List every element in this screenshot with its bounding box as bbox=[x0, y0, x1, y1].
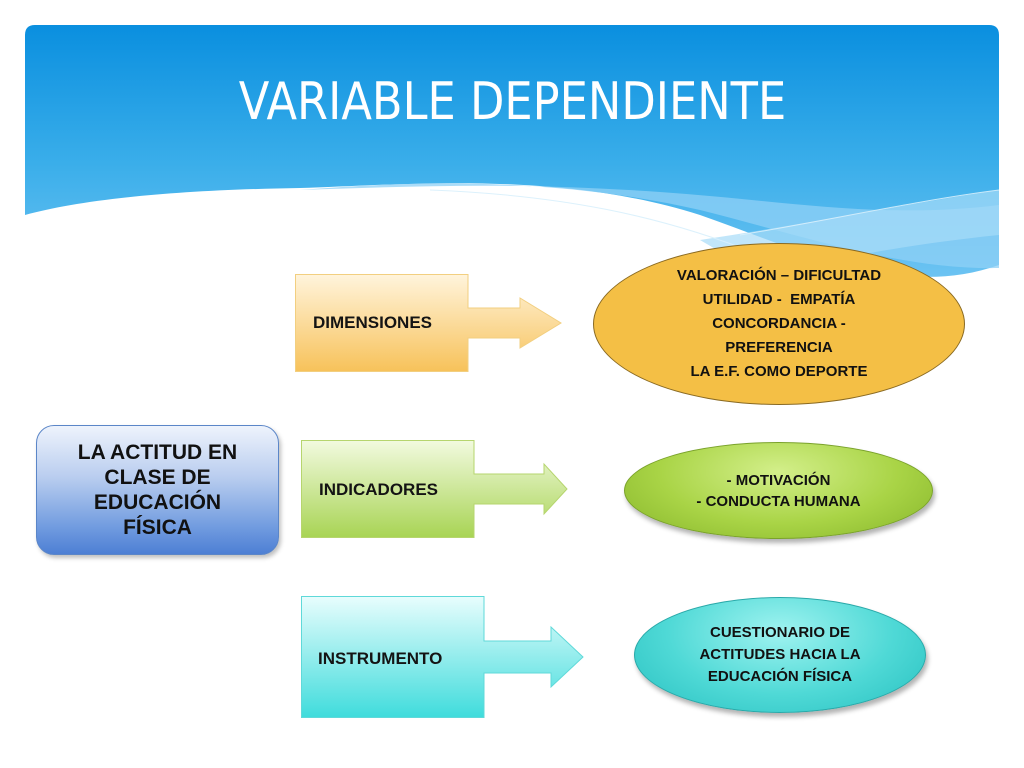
detail-line: EDUCACIÓN FÍSICA bbox=[707, 668, 853, 685]
root-line: CLASE DE bbox=[104, 466, 211, 489]
indicators-detail-ellipse: - MOTIVACIÓN - CONDUCTA HUMANA bbox=[624, 442, 933, 539]
detail-line: LA E.F. COMO DEPORTE bbox=[690, 363, 868, 380]
category-label: INDICADORES bbox=[319, 480, 439, 499]
category-dimensiones: DIMENSIONES bbox=[295, 274, 565, 372]
right-arrow-callout-shape bbox=[301, 596, 584, 718]
detail-line: PREFERENCIA bbox=[725, 339, 833, 356]
root-line: EDUCACIÓN bbox=[93, 491, 222, 514]
detail-line: VALORACIÓN – DIFICULTAD bbox=[676, 267, 882, 284]
category-label: INSTRUMENTO bbox=[318, 649, 443, 668]
category-instrumento: INSTRUMENTO bbox=[301, 596, 586, 718]
detail-line: - MOTIVACIÓN bbox=[726, 471, 831, 489]
category-label: DIMENSIONES bbox=[313, 313, 433, 332]
detail-line: CONCORDANCIA - bbox=[712, 315, 846, 332]
root-concept-text: LA ACTITUD EN CLASE DE EDUCACIÓN FÍSICA bbox=[78, 440, 237, 540]
instrument-detail-ellipse: CUESTIONARIO DE ACTITUDES HACIA LA EDUCA… bbox=[634, 597, 926, 713]
dimensions-detail-ellipse: VALORACIÓN – DIFICULTAD UTILIDAD - EMPAT… bbox=[593, 243, 965, 405]
detail-line: - CONDUCTA HUMANA bbox=[696, 492, 861, 510]
category-indicadores: INDICADORES bbox=[301, 440, 571, 538]
detail-line: CUESTIONARIO DE bbox=[709, 624, 850, 641]
root-concept-box: LA ACTITUD EN CLASE DE EDUCACIÓN FÍSICA bbox=[36, 425, 279, 555]
root-line: LA ACTITUD EN bbox=[77, 441, 238, 464]
detail-line: UTILIDAD - EMPATÍA bbox=[702, 291, 856, 308]
right-arrow-callout-shape bbox=[295, 274, 562, 372]
header-band: VARIABLE DEPENDIENTE bbox=[0, 0, 1024, 300]
root-line: FÍSICA bbox=[123, 516, 192, 539]
indicators-detail-text: - MOTIVACIÓN - CONDUCTA HUMANA bbox=[696, 470, 860, 512]
dimensions-detail-text: VALORACIÓN – DIFICULTAD UTILIDAD - EMPAT… bbox=[677, 264, 881, 384]
instrument-detail-text: CUESTIONARIO DE ACTITUDES HACIA LA EDUCA… bbox=[699, 622, 860, 688]
right-arrow-callout-shape bbox=[301, 440, 568, 538]
detail-line: ACTITUDES HACIA LA bbox=[699, 646, 861, 663]
slide-title: VARIABLE DEPENDIENTE bbox=[238, 72, 787, 132]
